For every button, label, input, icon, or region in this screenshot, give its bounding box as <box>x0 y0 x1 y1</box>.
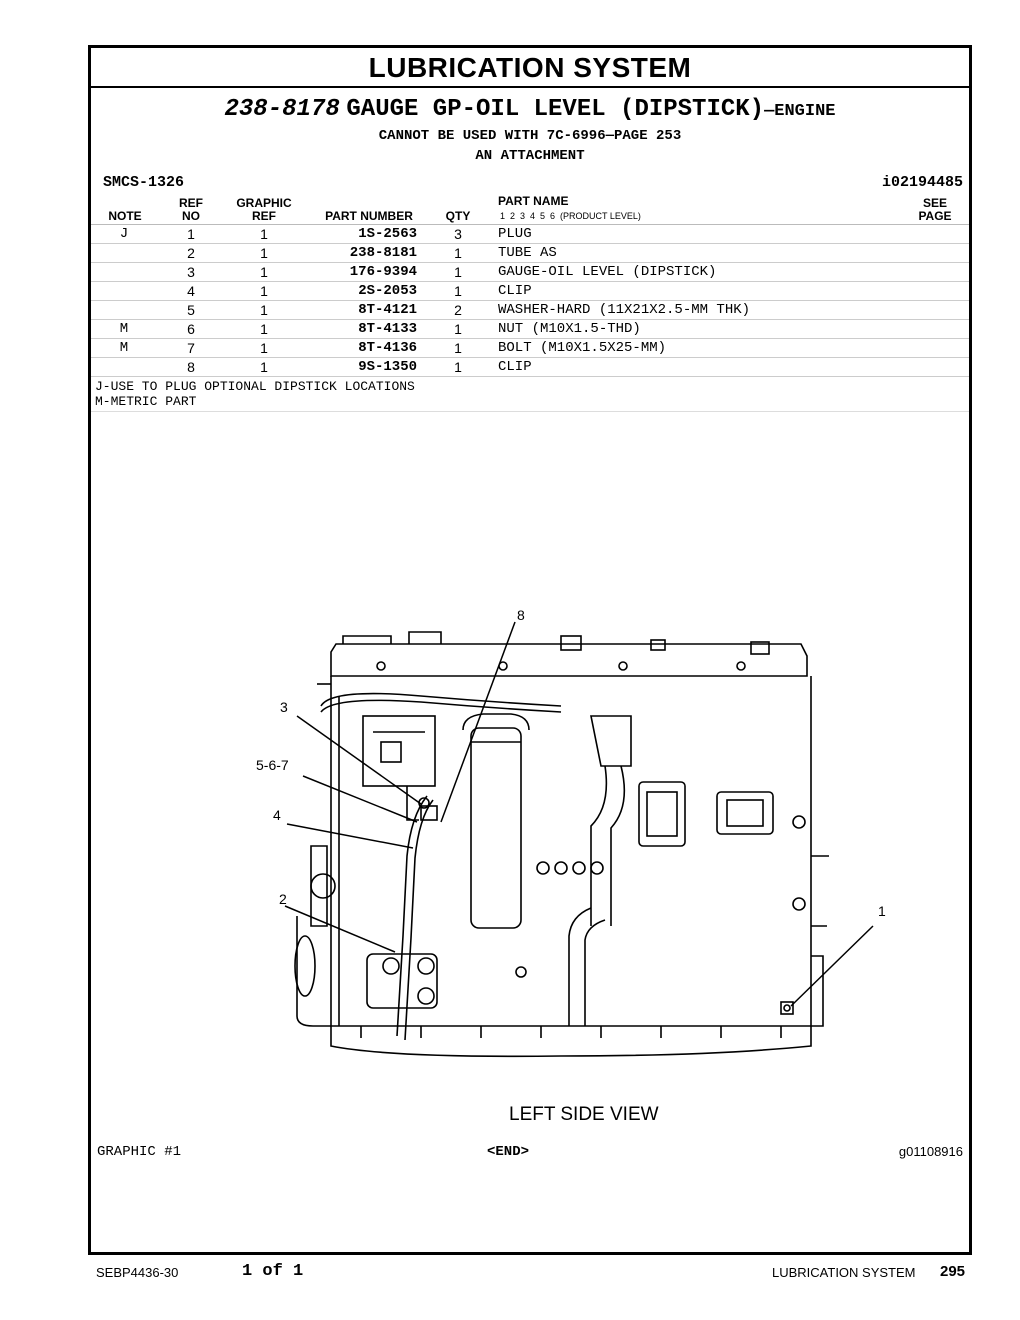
row-part-name: WASHER-HARD (11X21X2.5-MM THK) <box>498 302 751 318</box>
row-part-name: TUBE AS <box>498 245 557 261</box>
row-part-number: 8T-4136 <box>358 340 417 356</box>
header-ref-no: NO <box>182 209 200 223</box>
group-title: 238-8178 GAUGE GP-OIL LEVEL (DIPSTICK)—E… <box>91 94 969 126</box>
graphic-id: g01108916 <box>898 1144 963 1159</box>
header-see-page: PAGE <box>918 209 952 223</box>
table-row: 5 1 8T-4121 2 WASHER-HARD (11X21X2.5-MM THK) <box>91 301 969 320</box>
row-graphic-ref: 1 <box>260 321 268 337</box>
row-part-name: PLUG <box>498 226 532 242</box>
table-row: M 7 1 8T-4136 1 BOLT (M10X1.5X25-MM) <box>91 339 969 358</box>
header-graphic: GRAPHIC <box>236 196 292 210</box>
row-ref-no: 7 <box>187 340 195 356</box>
row-part-number: 238-8181 <box>349 245 417 261</box>
table-row: 8 1 9S-1350 1 CLIP <box>91 358 969 377</box>
row-ref-no: 1 <box>187 226 195 242</box>
header-note: NOTE <box>108 209 142 223</box>
row-ref-no: 4 <box>187 283 195 299</box>
row-note: M <box>119 321 129 337</box>
table-row: 2 1 238-8181 1 TUBE AS <box>91 244 969 263</box>
row-ref-no: 8 <box>187 359 195 375</box>
row-ref-no: 2 <box>187 245 195 261</box>
smcs-row: SMCS-1326 i02194485 <box>91 172 969 194</box>
view-label: LEFT SIDE VIEW <box>509 1104 659 1125</box>
footnotes: J-USE TO PLUG OPTIONAL DIPSTICK LOCATION… <box>91 377 969 412</box>
row-qty: 1 <box>454 340 462 356</box>
callout-1: 1 <box>878 903 886 919</box>
footnote-j: J-USE TO PLUG OPTIONAL DIPSTICK LOCATION… <box>95 379 415 394</box>
usage-note: CANNOT BE USED WITH 7C-6996—PAGE 253 <box>378 128 682 144</box>
row-graphic-ref: 1 <box>260 245 268 261</box>
row-part-number: 8T-4133 <box>358 321 417 337</box>
footer-page-count: 1 of 1 <box>242 1262 304 1281</box>
footer-doc-number: SEBP4436-30 <box>96 1265 179 1280</box>
footer-page-number: 295 <box>940 1263 966 1280</box>
row-qty: 3 <box>454 226 462 242</box>
row-ref-no: 5 <box>187 302 195 318</box>
row-qty: 1 <box>454 264 462 280</box>
footer-section: LUBRICATION SYSTEM <box>772 1265 916 1280</box>
graphic-number: GRAPHIC #1 <box>97 1144 182 1160</box>
document-id: i02194485 <box>881 174 963 191</box>
callout-3: 3 <box>280 699 288 715</box>
row-qty: 2 <box>454 302 462 318</box>
row-part-name: GAUGE-OIL LEVEL (DIPSTICK) <box>498 264 717 280</box>
table-row: 4 1 2S-2053 1 CLIP <box>91 282 969 301</box>
row-part-number: 176-9394 <box>349 264 417 280</box>
group-part-name: GAUGE GP-OIL LEVEL (DIPSTICK) <box>346 96 765 123</box>
row-note: M <box>119 340 129 356</box>
header-part-number: PART NUMBER <box>325 209 413 223</box>
callout-2: 2 <box>279 891 287 907</box>
row-qty: 1 <box>454 321 462 337</box>
table-row: J 1 1 1S-2563 3 PLUG <box>91 225 969 244</box>
table-row: 3 1 176-9394 1 GAUGE-OIL LEVEL (DIPSTICK) <box>91 263 969 282</box>
row-graphic-ref: 1 <box>260 359 268 375</box>
row-part-number: 8T-4121 <box>358 302 417 318</box>
row-graphic-ref: 1 <box>260 264 268 280</box>
engine-illustration: 8 3 5-6-7 4 2 1 LEFT SIDE VIEW <box>256 607 886 1125</box>
row-part-number: 9S-1350 <box>358 359 417 375</box>
row-graphic-ref: 1 <box>260 226 268 242</box>
row-note: J <box>119 226 129 242</box>
header-product-level: 1 2 3 4 5 6 (PRODUCT LEVEL) <box>500 211 641 221</box>
callout-5-6-7: 5-6-7 <box>256 757 289 773</box>
header-ref: REF <box>179 196 203 210</box>
group-part-number: 238-8178 <box>224 96 340 123</box>
callout-4: 4 <box>273 807 281 823</box>
row-part-name: BOLT (M10X1.5X25-MM) <box>498 340 667 356</box>
row-ref-no: 3 <box>187 264 195 280</box>
smcs-code: SMCS-1326 <box>103 174 185 191</box>
table-header: NOTE REF NO GRAPHIC REF PART NUMBER QTY … <box>91 194 969 225</box>
table-row: M 6 1 8T-4133 1 NUT (M10X1.5-THD) <box>91 320 969 339</box>
header-see: SEE <box>922 196 947 210</box>
row-qty: 1 <box>454 245 462 261</box>
row-part-number: 2S-2053 <box>358 283 417 299</box>
group-suffix: —ENGINE <box>764 102 836 121</box>
page-title: LUBRICATION SYSTEM <box>91 48 969 88</box>
row-graphic-ref: 1 <box>260 283 268 299</box>
end-marker: <END> <box>487 1144 530 1160</box>
row-part-number: 1S-2563 <box>358 226 417 242</box>
row-part-name: CLIP <box>498 359 532 375</box>
header-qty: QTY <box>445 209 471 223</box>
row-ref-no: 6 <box>187 321 195 337</box>
row-graphic-ref: 1 <box>260 302 268 318</box>
row-qty: 1 <box>454 283 462 299</box>
callout-8: 8 <box>517 607 525 623</box>
row-qty: 1 <box>454 359 462 375</box>
attachment-note: AN ATTACHMENT <box>475 148 585 164</box>
row-part-name: CLIP <box>498 283 532 299</box>
row-graphic-ref: 1 <box>260 340 268 356</box>
page-frame: LUBRICATION SYSTEM 238-8178 GAUGE GP-OIL… <box>88 45 972 1255</box>
row-part-name: NUT (M10X1.5-THD) <box>498 321 641 337</box>
footnote-m: M-METRIC PART <box>95 394 197 409</box>
header-part-name: PART NAME <box>498 194 569 208</box>
header-graphic-ref: REF <box>252 209 276 223</box>
